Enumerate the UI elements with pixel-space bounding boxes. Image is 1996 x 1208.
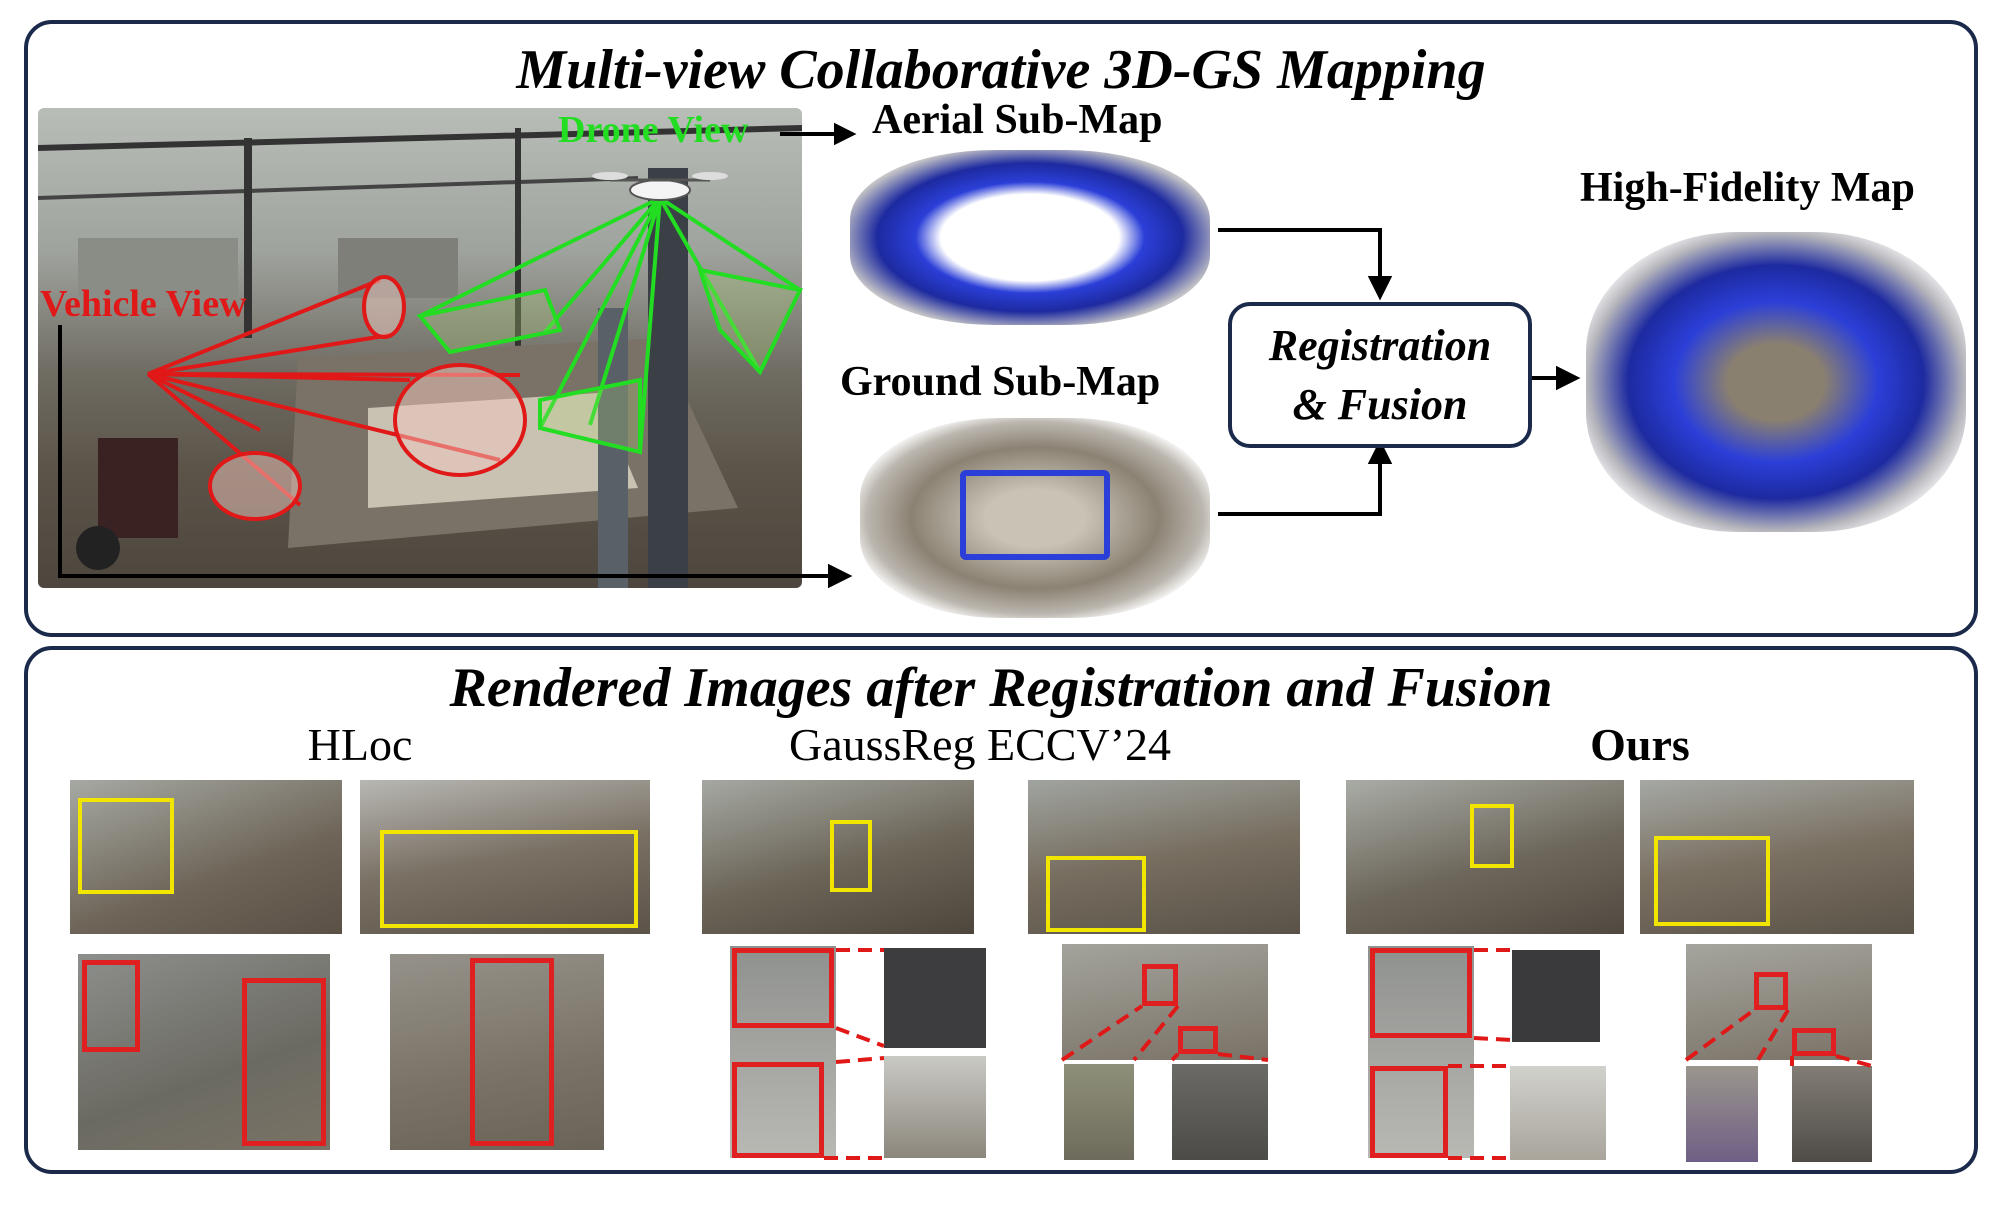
zoom-region-box xyxy=(732,1062,824,1158)
hloc-render-2 xyxy=(360,780,650,934)
hloc-render-1 xyxy=(70,780,342,934)
ours-zoom-1 xyxy=(1368,946,1474,1158)
high-fidelity-map-label: High-Fidelity Map xyxy=(1580,165,1915,211)
scene-photo xyxy=(38,108,802,588)
hloc-zoom-2 xyxy=(390,954,604,1150)
zoom-region-box xyxy=(1754,972,1788,1010)
method-label-gaussreg: GaussReg ECCV’24 xyxy=(788,719,1172,770)
zoom-region-box xyxy=(1792,1028,1836,1056)
highlight-box xyxy=(380,830,638,928)
high-fidelity-map-render xyxy=(1586,232,1966,532)
drone-icon xyxy=(592,172,728,201)
highlight-box xyxy=(1470,804,1514,868)
registration-line1: Registration xyxy=(1268,320,1492,370)
gaussreg-zoom-detail-4 xyxy=(1172,1064,1268,1160)
zoom-region-box xyxy=(1370,1066,1448,1158)
gaussreg-zoom-detail-2 xyxy=(884,1056,986,1158)
highlight-box xyxy=(1654,836,1770,926)
drone-view-label: Drone View xyxy=(558,109,749,151)
ground-submap-track xyxy=(960,470,1110,560)
aerial-submap-label: Aerial Sub-Map xyxy=(872,97,1163,143)
zoom-region-box xyxy=(470,958,554,1146)
flow-arrows xyxy=(58,122,1581,589)
registration-line2: & Fusion xyxy=(1292,380,1468,429)
aerial-submap-render xyxy=(850,150,1210,325)
hloc-zoom-1 xyxy=(78,954,330,1150)
highlight-box xyxy=(1046,856,1146,932)
method-label-hloc: HLoc xyxy=(307,719,413,770)
drone-frustum xyxy=(416,196,803,455)
highlight-box xyxy=(78,798,174,894)
ours-zoom-detail-2 xyxy=(1510,1066,1606,1160)
ground-submap-label: Ground Sub-Map xyxy=(840,359,1161,405)
gaussreg-zoom-detail-3 xyxy=(1064,1064,1134,1160)
bottom-panel-title: Rendered Images after Registration and F… xyxy=(449,657,1553,719)
zoom-region-box xyxy=(1142,964,1178,1006)
ours-zoom-detail-1 xyxy=(1512,950,1600,1042)
gaussreg-render-1 xyxy=(702,780,974,934)
zoom-region-box xyxy=(732,948,834,1028)
gaussreg-zoom-detail-1 xyxy=(884,948,986,1048)
gaussreg-zoom-1 xyxy=(730,946,836,1158)
ground-submap-render xyxy=(860,418,1210,618)
zoom-region-box xyxy=(1370,948,1472,1038)
gaussreg-zoom-2 xyxy=(1062,944,1268,1060)
ours-render-1 xyxy=(1346,780,1624,934)
zoom-region-box xyxy=(242,978,326,1146)
ours-zoom-2 xyxy=(1686,944,1872,1060)
ours-zoom-detail-3 xyxy=(1686,1066,1758,1162)
ours-render-2 xyxy=(1640,780,1914,934)
top-panel-title: Multi-view Collaborative 3D-GS Mapping xyxy=(516,39,1486,101)
ours-zoom-detail-4 xyxy=(1792,1066,1872,1162)
vehicle-view-label: Vehicle View xyxy=(40,283,247,325)
zoom-region-box xyxy=(1178,1026,1218,1054)
gaussreg-render-2 xyxy=(1028,780,1300,934)
method-label-ours: Ours xyxy=(1590,719,1690,770)
registration-fusion-box: Registration & Fusion xyxy=(1228,302,1532,448)
vehicle-frustum xyxy=(146,275,527,521)
highlight-box xyxy=(830,820,872,892)
zoom-region-box xyxy=(82,960,140,1052)
